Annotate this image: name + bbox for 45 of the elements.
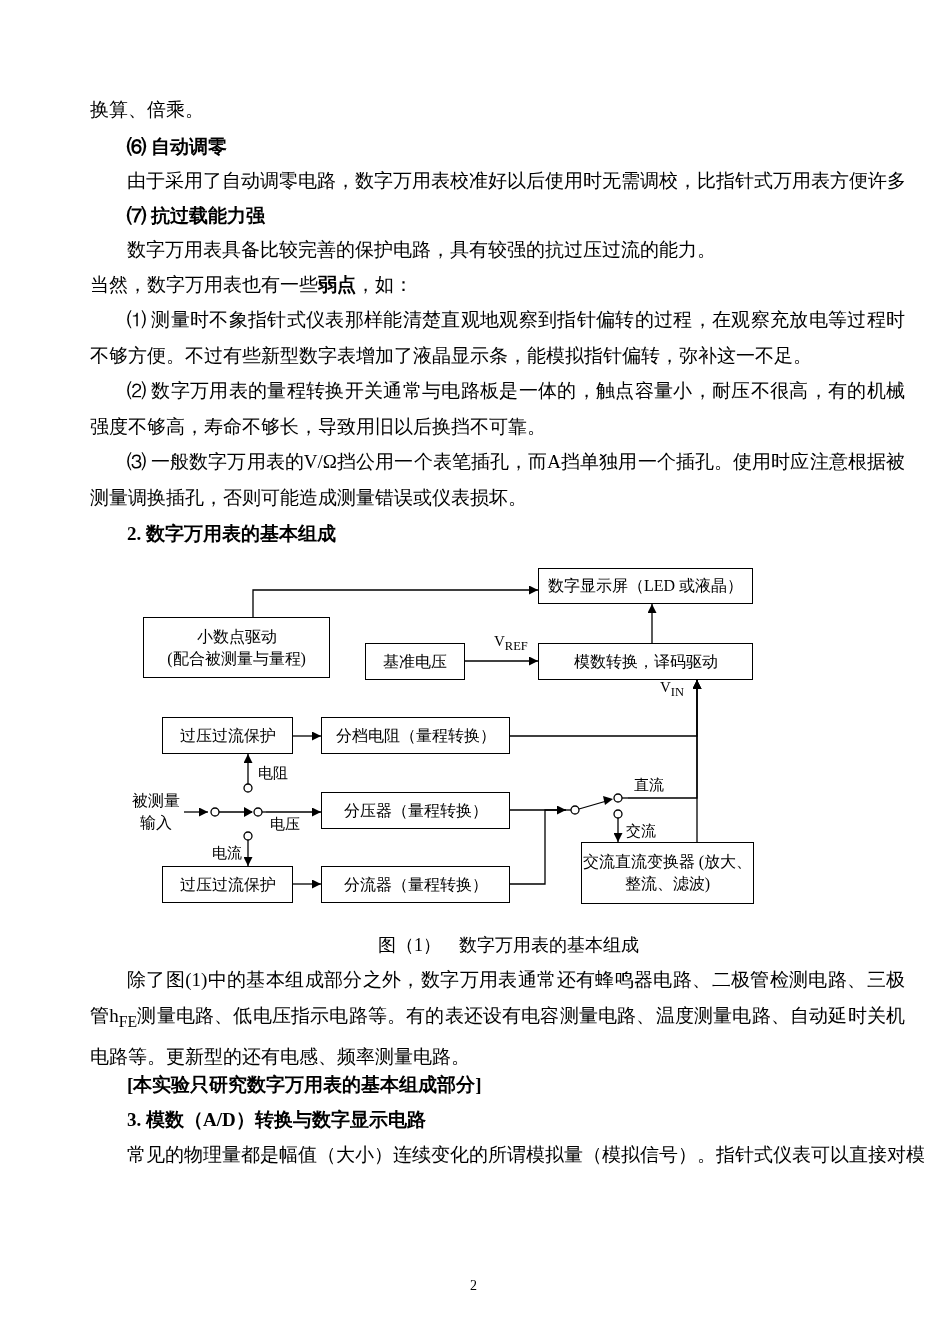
- signal-label: V$_{IN}$: [660, 678, 685, 701]
- edge-label: 直流: [634, 776, 664, 794]
- block-box: 分压器（量程转换）: [321, 792, 510, 829]
- paragraph: ⑶ 一般数字万用表的V/Ω挡公用一个表笔插孔，而A挡单独用一个插孔。使用时应注意根据被测量调换插孔，否则可能造成测量错误或仪表损坏。: [90, 450, 905, 510]
- block-box: 分档电阻（量程转换）: [321, 717, 510, 754]
- paragraph: 换算、倍乘。: [90, 98, 204, 122]
- arrow: [183, 807, 209, 817]
- edge-label: 交流: [626, 822, 656, 840]
- arrow: [647, 603, 657, 644]
- block-box: 交流直流变换器 (放大、整流、滤波): [581, 842, 754, 904]
- arrow: [243, 841, 253, 867]
- arrow: [509, 805, 567, 885]
- edge-label: 电流: [212, 844, 242, 862]
- paragraph: ⑵ 数字万用表的量程转换开关通常与电路板是一体的，触点容量小，耐压不很高，有的机械强度不够高，寿命不够长，导致用旧以后换挡不可靠。: [90, 379, 905, 439]
- section-heading: [本实验只研究数字万用表的基本组成部分]: [127, 1073, 482, 1097]
- section-heading: 2. 数字万用表的基本组成: [127, 522, 336, 546]
- arrow: [252, 585, 539, 618]
- edge-label: 电压: [270, 815, 300, 833]
- section-heading: ⑹ 自动调零: [127, 135, 227, 159]
- section-heading: 3. 模数（A/D）转换与数字显示电路: [127, 1108, 426, 1132]
- paragraph: 除了图(1)中的基本组成部分之外，数字万用表通常还有蜂鸣器电路、二极管检测电路、三极管h$_{FE}$测量电路、低电压指示电路等。有的表还设有电容测量电路、温度测量电路、自动延时关机电路等。更新型的还有电感、频率测量电路。: [90, 968, 905, 1069]
- paragraph: 当然，数字万用表也有一些弱点，如：: [90, 273, 413, 297]
- section-heading: ⑺ 抗过载能力强: [127, 204, 265, 228]
- paragraph: 由于采用了自动调零电路，数字万用表校准好以后使用时无需调校，比指针式万用表方便许多: [127, 169, 906, 193]
- block-box: 分流器（量程转换）: [321, 866, 510, 903]
- arrow: [265, 807, 322, 817]
- paragraph: ⑴ 测量时不象指针式仪表那样能清楚直观地观察到指针偏转的过程，在观察充放电等过程时不够方便。不过有些新型数字表增加了液晶显示条，能模拟指针偏转，弥补这一不足。: [90, 308, 905, 368]
- arrow: [464, 656, 539, 666]
- paragraph: 数字万用表具备比较完善的保护电路，具有较强的抗过压过流的能力。: [127, 238, 716, 262]
- block-box: 过压过流保护: [162, 717, 293, 754]
- block-box: 数字显示屏（LED 或液晶）: [538, 568, 753, 604]
- arrow: [243, 753, 253, 783]
- arrow: [613, 821, 623, 843]
- arrow: [292, 879, 322, 889]
- edge-label: 电阻: [258, 764, 288, 782]
- block-box: 小数点驱动 (配合被测量与量程): [143, 617, 330, 678]
- paragraph: 常见的物理量都是幅值（大小）连续变化的所谓模拟量（模拟信号）。指针式仪表可以直接对模: [127, 1143, 925, 1167]
- block-box: 模数转换，译码驱动: [538, 643, 753, 680]
- page-number: 2: [470, 1277, 477, 1295]
- block-box: 过压过流保护: [162, 866, 293, 903]
- arrow: [292, 731, 322, 741]
- arrow: [692, 679, 702, 843]
- block-box: 基准电压: [365, 643, 465, 680]
- input-label: 被测量输入: [128, 788, 184, 836]
- figure-caption: 图（1） 数字万用表的基本组成: [378, 934, 639, 957]
